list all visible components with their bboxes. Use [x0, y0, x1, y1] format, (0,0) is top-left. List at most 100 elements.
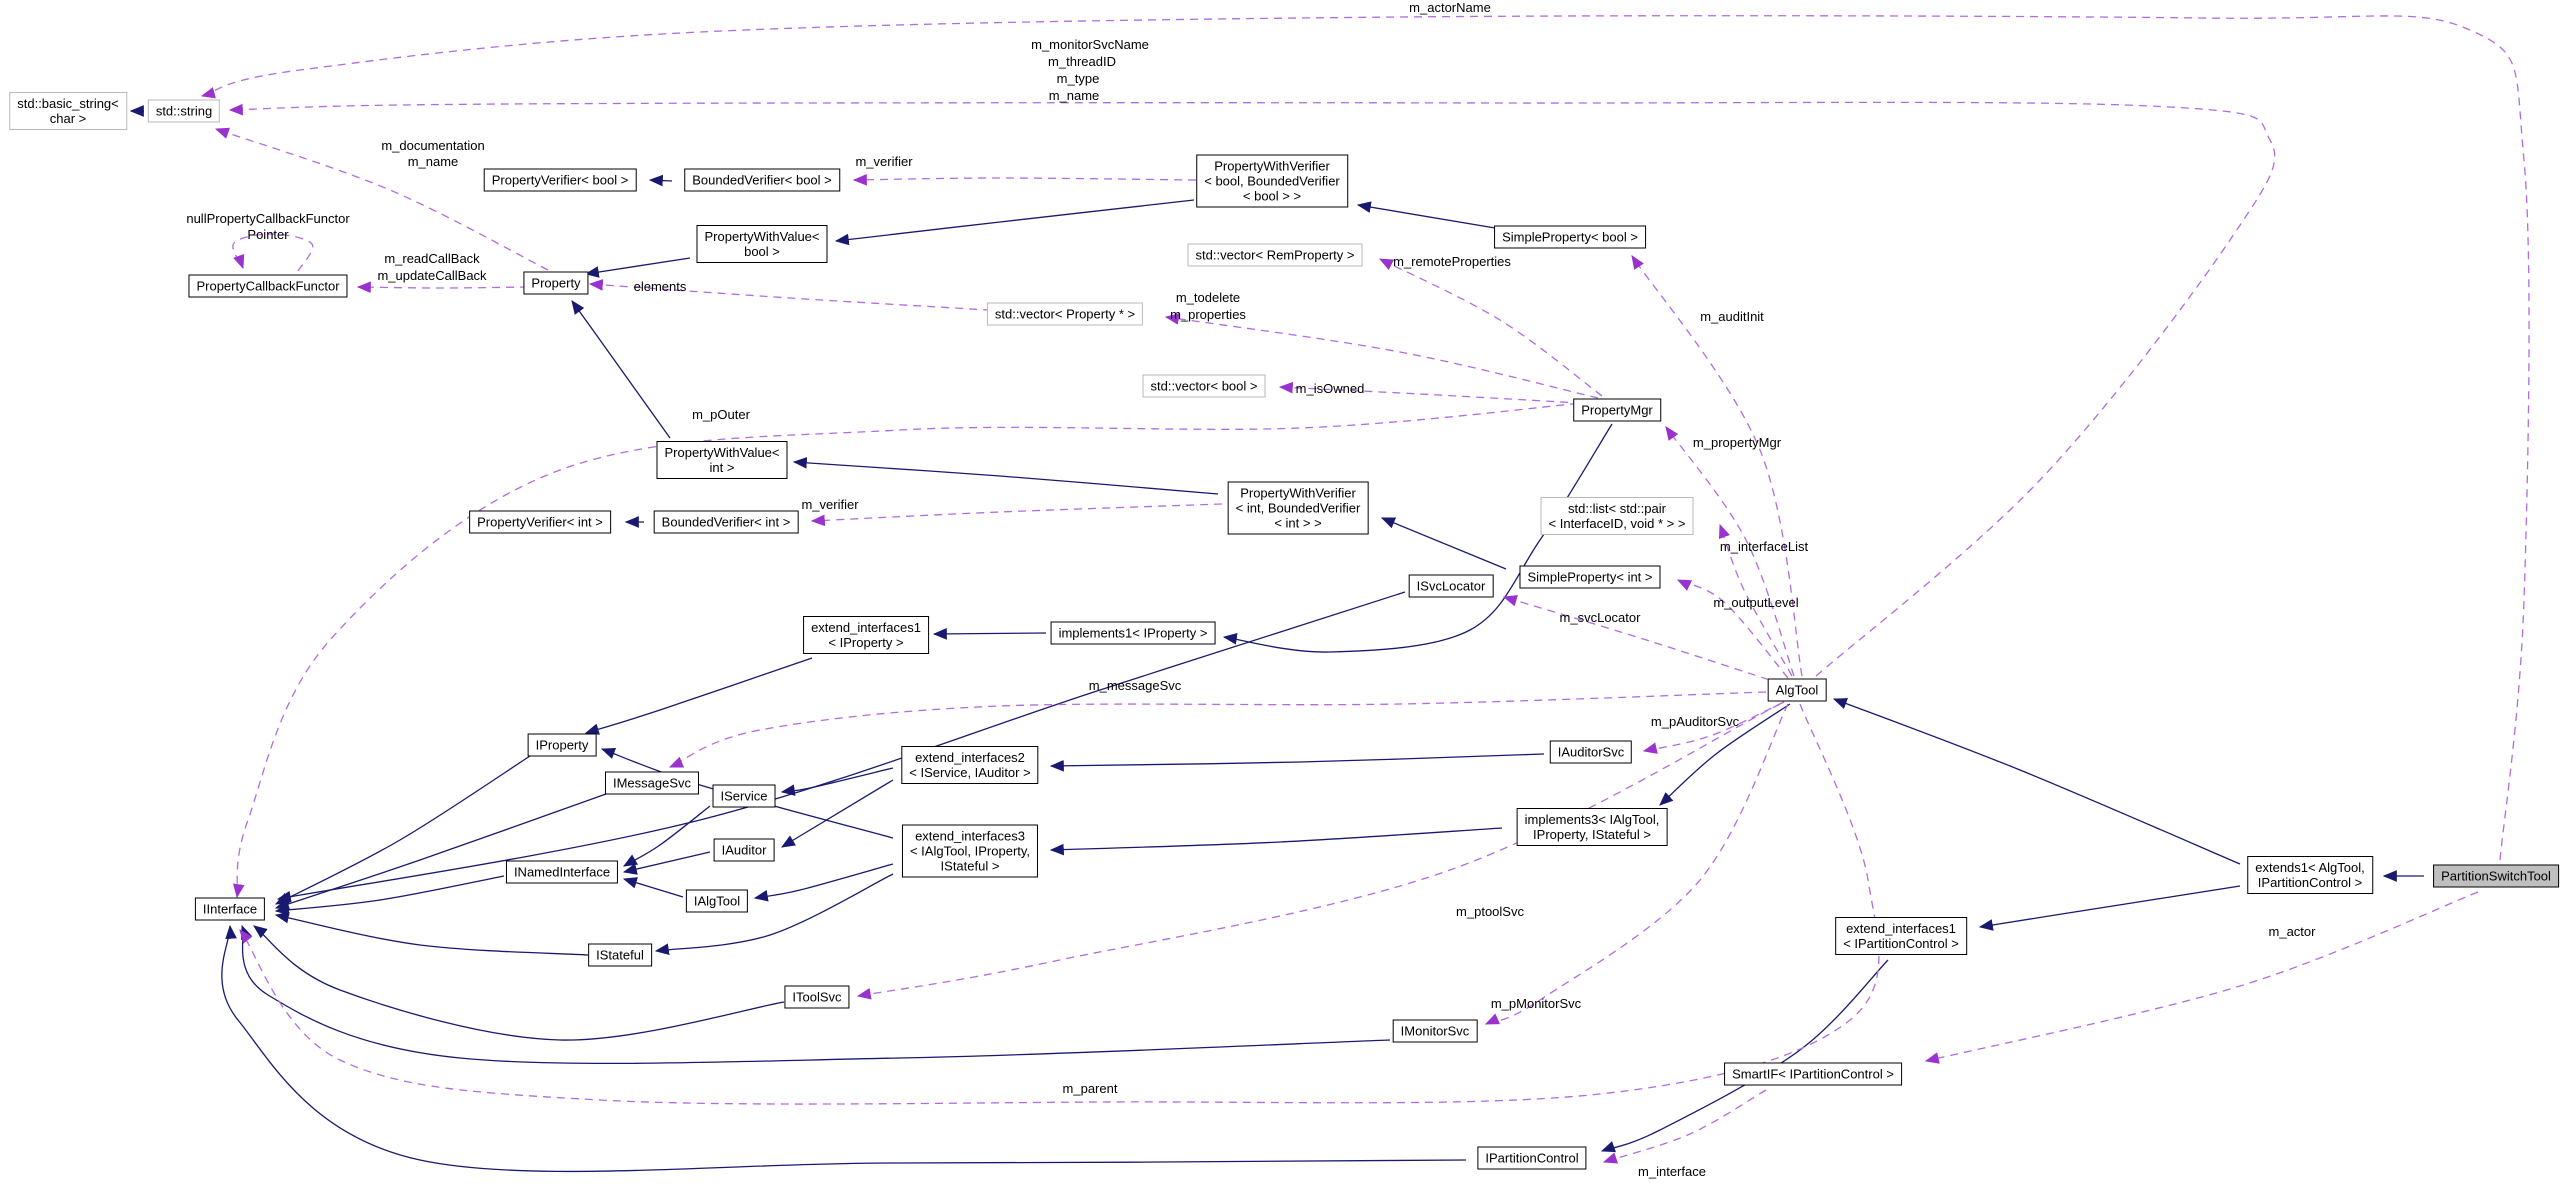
edge-use-alg-tool-to-simple-property-int: [1676, 579, 1789, 679]
edge-label-Pointer: Pointer: [247, 227, 289, 242]
node-std-string: std::string: [147, 99, 221, 123]
edge-label-m_documentation: m_documentation: [381, 138, 485, 153]
node-alg-tool[interactable]: AlgTool: [1767, 678, 1827, 702]
node-property-with-value-bool[interactable]: PropertyWithValue<bool >: [696, 225, 828, 263]
edge-label-m_interfaceList: m_interfaceList: [1719, 539, 1809, 554]
edge-inherit-extend-interfaces3-to-ialg-tool: [753, 863, 894, 902]
node-std-vector-rem-property: std::vector< RemProperty >: [1187, 243, 1363, 267]
node-extend-interfaces1-iproperty[interactable]: extend_interfaces1< IProperty >: [803, 616, 929, 654]
edge-use-alg-tool-to-isvc-locator: [1502, 595, 1783, 685]
edge-inherit-extend-interfaces2-to-iauditor: [780, 779, 894, 848]
edge-use-alg-tool-to-std-string: [228, 101, 2276, 677]
edge-inherit-extend-interfaces3-to-iproperty: [600, 747, 894, 839]
edge-use-alg-tool-to-simple-property-bool: [1631, 255, 1803, 677]
edge-label-m_actor: m_actor: [2268, 924, 2316, 939]
node-implements1-iproperty[interactable]: implements1< IProperty >: [1050, 621, 1216, 645]
node-property-with-value-int[interactable]: PropertyWithValue<int >: [656, 441, 788, 479]
edge-inherit-alg-tool-to-implements3: [1659, 703, 1791, 806]
edge-label-m_verifier: m_verifier: [801, 497, 859, 512]
node-extend-interfaces2[interactable]: extend_interfaces2< IService, IAuditor >: [901, 746, 1039, 784]
node-extend-interfaces3[interactable]: extend_interfaces3< IAlgTool, IProperty,…: [901, 824, 1039, 878]
node-property-verifier-int[interactable]: PropertyVerifier< int >: [469, 510, 611, 534]
edge-inherit-extends1-to-extend-interfaces1-ipartition-control: [1978, 885, 2241, 931]
node-istateful[interactable]: IStateful: [588, 943, 652, 967]
edge-inherit-property-with-value-bool-to-property: [584, 257, 691, 278]
edge-inherit-extend-interfaces3-to-istateful: [654, 873, 894, 955]
edge-use-alg-tool-to-std-list-pair: [1718, 523, 1793, 677]
node-partition-switch-tool: PartitionSwitchTool: [2433, 864, 2559, 888]
edge-label-m_isOwned: m_isOwned: [1295, 381, 1365, 396]
edge-inherit-iauditor-svc-to-extend-interfaces2: [1049, 753, 1545, 772]
node-bounded-verifier-bool[interactable]: BoundedVerifier< bool >: [684, 168, 840, 192]
node-extend-interfaces1-ipartition-control[interactable]: extend_interfaces1< IPartitionControl >: [1835, 917, 1967, 955]
edge-inherit-property-with-value-int-to-property: [571, 300, 671, 439]
edge-inherit-property-with-verifier-int-to-property-with-value-int: [792, 457, 1219, 495]
node-ialg-tool[interactable]: IAlgTool: [685, 889, 749, 913]
node-property[interactable]: Property: [523, 271, 589, 295]
edge-label-m_interface: m_interface: [1638, 1164, 1706, 1179]
edge-label-m_ptoolSvc: m_ptoolSvc: [1456, 904, 1524, 919]
edge-inherit-implements1-iproperty-to-extend-interfaces1-iproperty: [932, 628, 1047, 640]
node-isvc-locator[interactable]: ISvcLocator: [1408, 574, 1494, 598]
node-iservice[interactable]: IService: [712, 784, 776, 808]
edge-inherit-inamed-interface-to-iinterface: [274, 875, 505, 916]
edge-label-m_properties: m_properties: [1170, 307, 1246, 322]
edge-inherit-property-mgr-to-implements1-iproperty: [1222, 423, 1613, 653]
edge-inherit-extend-interfaces1-iproperty-to-iproperty: [584, 657, 813, 735]
node-smart-if[interactable]: SmartIF< IPartitionControl >: [1724, 1062, 1902, 1086]
node-iproperty[interactable]: IProperty: [527, 733, 597, 757]
node-property-verifier-bool[interactable]: PropertyVerifier< bool >: [483, 168, 637, 192]
edge-label-m_auditInit: m_auditInit: [1700, 309, 1764, 324]
node-property-with-verifier-int[interactable]: PropertyWithVerifier< int, BoundedVerifi…: [1227, 481, 1369, 535]
edge-use-smart-if-to-ipartition-control: [1602, 1089, 1767, 1164]
node-bounded-verifier-int[interactable]: BoundedVerifier< int >: [653, 510, 799, 534]
edge-use-property-mgr-to-std-vector-bool: [1278, 381, 1597, 405]
node-property-callback-functor[interactable]: PropertyCallbackFunctor: [188, 274, 348, 298]
node-itool-svc[interactable]: IToolSvc: [784, 985, 850, 1009]
edge-use-alg-tool-to-iauditor-svc: [1642, 701, 1785, 754]
edge-label-m_readCallBack: m_readCallBack: [384, 251, 480, 266]
node-std-list-pair: std::list< std::pair< InterfaceID, void …: [1540, 497, 1694, 535]
edge-inherit-simple-property-int-to-property-with-verifier-int: [1380, 517, 1507, 570]
edge-label-m_name: m_name: [407, 154, 459, 169]
edge-label-m_monitorSvcName: m_monitorSvcName: [1031, 37, 1149, 52]
edge-inherit-isvc-locator-to-iinterface: [276, 591, 1406, 903]
node-iauditor[interactable]: IAuditor: [713, 838, 775, 862]
edge-label-m_parent: m_parent: [1062, 1081, 1118, 1096]
edge-inherit-imonitor-svc-to-iinterface: [241, 924, 1391, 1065]
edge-label-m_propertyMgr: m_propertyMgr: [1692, 435, 1782, 450]
edge-label-m_outputLevel: m_outputLevel: [1713, 595, 1799, 610]
edge-use-property-mgr-to-std-vector-rem-property: [1378, 258, 1603, 397]
edge-use-property-with-verifier-bool-to-bounded-verifier-bool: [852, 174, 1197, 186]
edge-inherit-extends1-to-alg-tool: [1832, 698, 2241, 865]
node-property-mgr[interactable]: PropertyMgr: [1573, 398, 1661, 422]
edge-use-alg-tool-to-itool-svc: [856, 703, 1781, 1000]
node-ipartition-control[interactable]: IPartitionControl: [1477, 1146, 1587, 1170]
node-simple-property-bool[interactable]: SimpleProperty< bool >: [1494, 225, 1646, 249]
edge-label-m_pAuditorSvc: m_pAuditorSvc: [1650, 714, 1740, 729]
node-simple-property-int[interactable]: SimpleProperty< int >: [1519, 565, 1661, 589]
edge-label-elements: elements: [633, 279, 687, 294]
edge-inherit-bounded-verifier-bool-to-property-verifier-bool: [648, 174, 673, 187]
node-std-vector-bool: std::vector< bool >: [1142, 374, 1266, 398]
node-property-with-verifier-bool[interactable]: PropertyWithVerifier< bool, BoundedVerif…: [1196, 154, 1348, 208]
node-inamed-interface[interactable]: INamedInterface: [505, 860, 619, 884]
edge-label-m_name: m_name: [1048, 88, 1100, 103]
edge-label-m_pMonitorSvc: m_pMonitorSvc: [1490, 996, 1582, 1011]
edge-inherit-iservice-to-inamed-interface: [622, 805, 711, 867]
edge-use-property-callback-functor-to-property-callback-functor: [232, 233, 314, 272]
edge-use-std-vector-property-ptr-to-property: [588, 279, 1006, 312]
node-iinterface[interactable]: IInterface: [194, 897, 266, 921]
node-imonitor-svc[interactable]: IMonitorSvc: [1392, 1019, 1478, 1043]
node-extends1[interactable]: extends1< AlgTool,IPartitionControl >: [2247, 856, 2373, 894]
edge-inherit-extend-interfaces1-ipartition-control-to-ipartition-control: [1600, 959, 1889, 1153]
node-imessage-svc[interactable]: IMessageSvc: [604, 771, 700, 795]
node-implements3[interactable]: implements3< IAlgTool,IProperty, IStatef…: [1516, 808, 1668, 846]
edge-inherit-property-with-verifier-bool-to-property-with-value-bool: [834, 199, 1195, 246]
node-std-basic-string: std::basic_string<char >: [9, 92, 127, 130]
edge-label-m_updateCallBack: m_updateCallBack: [377, 268, 487, 283]
edge-use-alg-tool-to-property-mgr: [1665, 426, 1795, 677]
node-iauditor-svc[interactable]: IAuditorSvc: [1549, 740, 1633, 764]
edge-label-m_messageSvc: m_messageSvc: [1088, 678, 1182, 693]
